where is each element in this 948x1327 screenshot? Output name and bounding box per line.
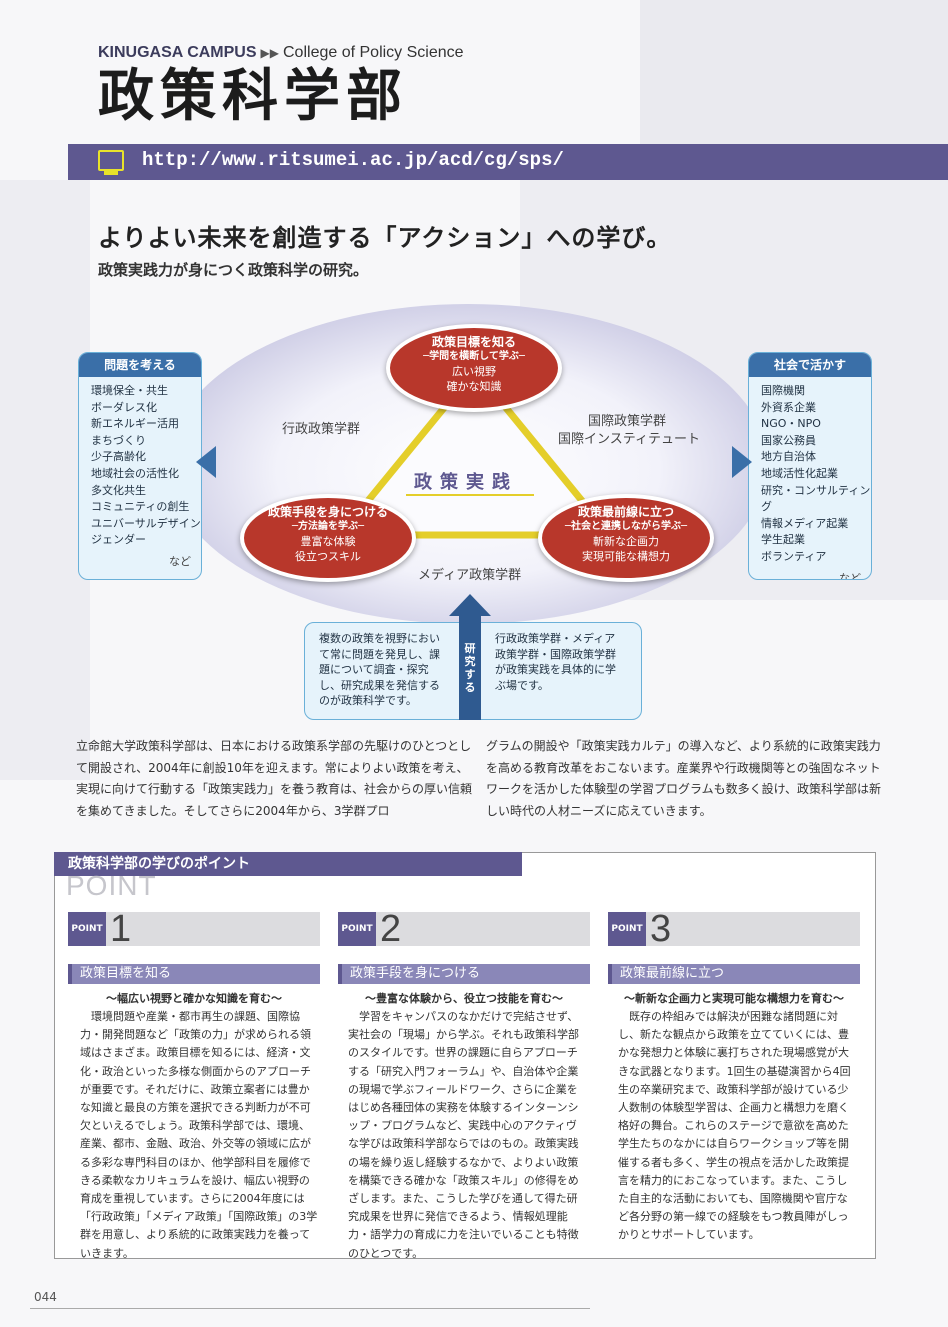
right-arrow-icon	[732, 446, 752, 478]
intro-col1: 立命館大学政策科学部は、日本における政策系学部の先駆けのひとつとして開設され、2…	[76, 739, 473, 818]
list-item: ボーダレス化	[91, 400, 157, 414]
point-badge: POINT	[608, 912, 646, 946]
group-admin: 行政政策学群	[282, 422, 361, 437]
list-item: ユニバーサルデザイン	[91, 516, 201, 530]
circle-right-title: 政策最前線に立つ	[577, 505, 674, 519]
computer-icon	[98, 150, 124, 175]
left-arrow-icon	[196, 446, 216, 478]
point-3-title: 政策最前線に立つ	[608, 964, 860, 984]
circle-right-sub: ─社会と連携しながら学ぶ─	[564, 521, 688, 532]
list-item: ジェンダー	[91, 533, 146, 547]
list-item: 研究・コンサルティング	[761, 483, 871, 514]
point-2-subtitle: 〜豊富な体験から、役立つ技能を育む〜	[365, 992, 563, 1005]
list-item: 外資系企業	[761, 400, 816, 414]
research-left-text: 複数の政策を視野において常に問題を発見し、課題について調査・探究し、研究成果を発…	[319, 632, 440, 707]
list-item: 新エネルギー活用	[91, 417, 179, 431]
subheadline: 政策実践力が身につく政策科学の研究。	[98, 261, 369, 279]
point-number: 3	[650, 908, 672, 950]
triangle-diagram	[336, 366, 614, 539]
background-photo-top-right	[640, 0, 948, 150]
url-bar: http://www.ritsumei.ac.jp/acd/cg/sps/	[68, 144, 948, 180]
society-etc: など	[839, 571, 861, 580]
point-1-subtitle: 〜幅広い視野と確かな知識を育む〜	[106, 992, 282, 1005]
circle-left-sub: ─方法論を学ぶ─	[291, 521, 365, 532]
circle-right-line1: 斬新な企画力	[593, 535, 659, 548]
circle-left-line2: 役立つスキル	[295, 550, 361, 563]
department-title: 政策科学部	[98, 63, 408, 129]
point-1-text: 環境問題や産業・都市再生の課題、国際協力・開発問題など「政策の力」が求められる領…	[80, 1010, 318, 1260]
up-arrow-stem	[459, 614, 481, 720]
circle-top-line2: 確かな知識	[446, 380, 502, 393]
list-item: 地域活性化起業	[761, 466, 838, 480]
circle-top: 政策目標を知る ─学問を横断して学ぶ─ 広い視野 確かな知識	[386, 324, 562, 412]
list-item: 国際機関	[761, 384, 805, 397]
point-number: 1	[110, 908, 132, 950]
society-title: 社会で活かす	[749, 353, 871, 377]
problems-title: 問題を考える	[79, 353, 201, 377]
circle-left: 政策手段を身につける ─方法論を学ぶ─ 豊富な体験 役立つスキル	[240, 494, 416, 582]
society-list: 国際機関 外資系企業 NGO・NPO 国家公務員 地方自治体 地域活性化起業 研…	[749, 383, 871, 566]
core-underline	[406, 494, 534, 496]
problems-box: 問題を考える 環境保全・共生 ボーダレス化 新エネルギー活用 まちづくり 少子高…	[78, 352, 202, 580]
point-1-header: POINT 1	[68, 908, 320, 950]
point-2-text: 学習をキャンパスのなかだけで完結させず、実社会の「現場」から学ぶ。それも政策科学…	[348, 1010, 579, 1260]
campus-name: KINUGASA CAMPUS	[98, 44, 257, 61]
group-intl: 国際政策学群	[588, 414, 667, 429]
research-label: 研究する	[464, 642, 476, 694]
group-media: メディア政策学群	[418, 568, 522, 583]
point-number: 2	[380, 908, 402, 950]
point-badge: POINT	[68, 912, 106, 946]
list-item: 地方自治体	[761, 450, 816, 464]
list-item: 少子高齢化	[91, 450, 146, 464]
list-item: 国家公務員	[761, 433, 816, 447]
circle-top-sub: ─学問を横断して学ぶ─	[423, 351, 525, 362]
list-item: 多文化共生	[91, 483, 146, 497]
triangle-shape	[336, 366, 614, 539]
circle-left-line1: 豊富な体験	[300, 535, 356, 548]
page-footer-rule	[30, 1308, 590, 1309]
list-item: 地域社会の活性化	[91, 466, 179, 480]
list-item: 情報メディア起業	[761, 516, 849, 530]
headline: よりよい未来を創造する「アクション」への学び。	[98, 224, 672, 252]
college-name: College of Policy Science	[283, 44, 464, 61]
circle-right-line2: 実現可能な構想力	[582, 550, 670, 563]
point-3-header: POINT 3	[608, 908, 860, 950]
points-big-label: POINT	[66, 870, 157, 901]
point-2-header: POINT 2	[338, 908, 590, 950]
problems-list: 環境保全・共生 ボーダレス化 新エネルギー活用 まちづくり 少子高齢化 地域社会…	[79, 383, 201, 549]
list-item: 学生起業	[761, 533, 805, 547]
list-item: コミュニティの創生	[91, 500, 190, 514]
core-label: 政策実践	[414, 472, 518, 493]
list-item: NGO・NPO	[761, 417, 821, 431]
society-box: 社会で活かす 国際機関 外資系企業 NGO・NPO 国家公務員 地方自治体 地域…	[748, 352, 872, 580]
campus-line: KINUGASA CAMPUS▶▶ College of Policy Scien…	[98, 44, 464, 62]
list-item: ボランティア	[761, 549, 827, 563]
background-photo-left	[0, 180, 90, 780]
research-right-text: 行政政策学群・メディア政策学群・国際政策学群が政策実践を具体的に学ぶ場です。	[495, 632, 616, 692]
points-section-title: 政策科学部の学びのポイント	[54, 852, 522, 876]
arrow-icon: ▶▶	[260, 46, 279, 60]
list-item: 環境保全・共生	[91, 384, 168, 397]
circle-left-title: 政策手段を身につける	[267, 505, 388, 519]
website-link[interactable]: http://www.ritsumei.ac.jp/acd/cg/sps/	[142, 149, 564, 171]
problems-etc: など	[169, 554, 191, 568]
point-1-title: 政策目標を知る	[68, 964, 320, 984]
point-3-text: 既存の枠組みでは解決が困難な諸問題に対し、新たな観点から政策を立てていくには、豊…	[618, 1010, 851, 1242]
point-badge: POINT	[338, 912, 376, 946]
intro-col2: グラムの開設や「政策実践カルテ」の導入など、より系統的に政策実践力を高める教育改…	[486, 739, 882, 818]
point-3-subtitle: 〜斬新な企画力と実現可能な構想力を育む〜	[624, 992, 844, 1005]
page-number: 044	[34, 1290, 57, 1304]
circle-top-line1: 広い視野	[452, 365, 496, 378]
point-2-title: 政策手段を身につける	[338, 964, 590, 984]
group-intl-institute: 国際インスティテュート	[558, 432, 700, 447]
up-arrow-icon	[449, 594, 491, 616]
circle-right: 政策最前線に立つ ─社会と連携しながら学ぶ─ 斬新な企画力 実現可能な構想力	[538, 494, 714, 582]
list-item: まちづくり	[91, 433, 146, 447]
circle-top-title: 政策目標を知る	[431, 335, 516, 349]
